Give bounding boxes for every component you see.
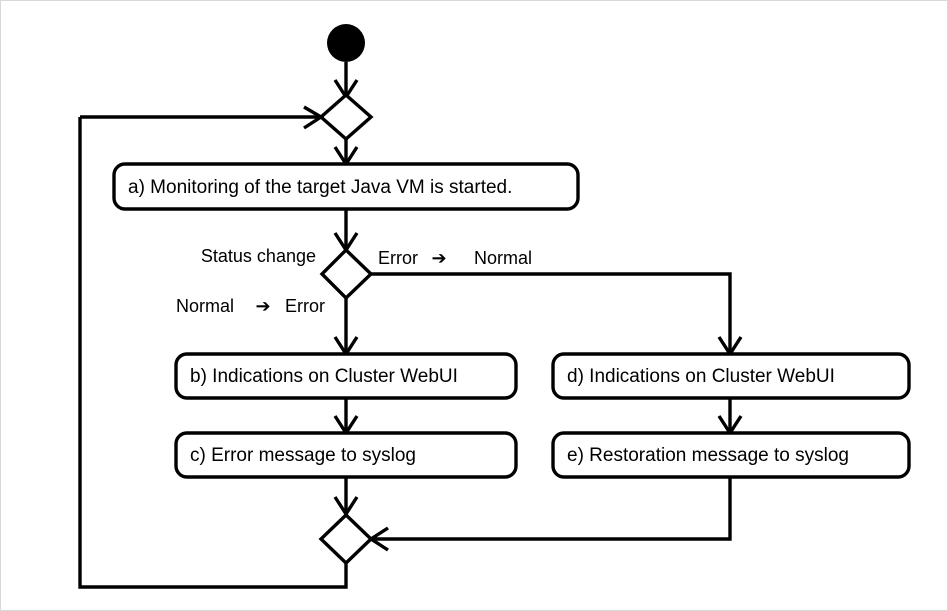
edge-activity-e-to-merge-bottom — [372, 477, 732, 541]
decision-title-label: Status change — [201, 246, 316, 266]
branch-down-arrow-icon: ➔ — [255, 296, 270, 316]
branch-right-arrow-icon: ➔ — [431, 248, 446, 268]
activity-c-label: c) Error message to syslog — [190, 445, 416, 466]
activity-b-label: b) Indications on Cluster WebUI — [190, 366, 458, 387]
branch-right-to-label: Normal — [474, 248, 532, 268]
activity-d-label: d) Indications on Cluster WebUI — [567, 366, 835, 387]
edge-merge-bottom-loop-back — [78, 117, 348, 589]
merge-node-bottom — [318, 512, 374, 566]
branch-down-from-label: Normal — [176, 296, 234, 316]
activity-a-label: a) Monitoring of the target Java VM is s… — [128, 177, 512, 198]
branch-right-from-label: Error — [378, 248, 418, 268]
branch-down-to-label: Error — [285, 296, 325, 316]
arrowhead-loop-back-into-merge-top — [303, 105, 325, 130]
merge-node-top — [318, 92, 374, 142]
edge-decision-to-activity-d — [371, 272, 732, 353]
start-node — [327, 24, 365, 62]
decision-node-status-change — [319, 247, 374, 301]
activity-e-label: e) Restoration message to syslog — [567, 445, 849, 466]
